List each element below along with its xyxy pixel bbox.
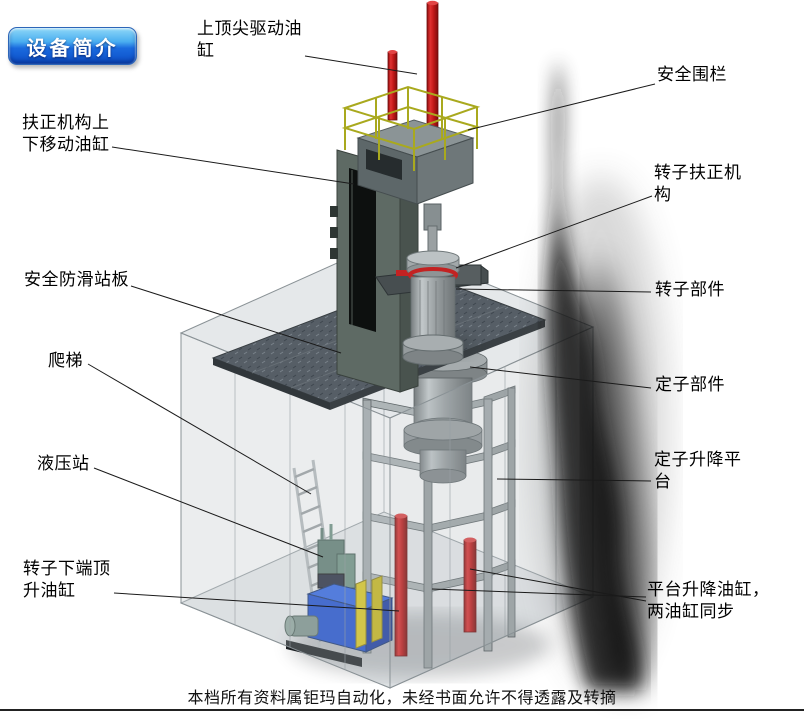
intro-badge[interactable]: 设备简介	[8, 27, 137, 65]
intro-badge-label: 设备简介	[26, 37, 119, 60]
rotor-assembly-3d	[375, 203, 489, 366]
callout-platform-lift-cylinders: 平台升降油缸，两油缸同步	[647, 580, 770, 621]
callout-top-center-drive-cylinder: 上顶尖驱动油缸	[197, 19, 302, 60]
callout-rotor-centering-mechanism: 转子扶正机构	[654, 163, 742, 204]
platform-lift-cylinders-3d	[394, 513, 477, 657]
stator-lift-frame	[362, 385, 516, 669]
callout-stator-lift-platform: 定子升降平台	[654, 450, 742, 491]
callout-centering-lift-cylinder: 扶正机构上下移动油缸	[22, 113, 110, 154]
callout-stator-component: 定子部件	[655, 375, 725, 394]
bottom-divider	[0, 709, 804, 711]
callout-hydraulic-station: 液压站	[37, 454, 90, 473]
callout-rotor-component: 转子部件	[655, 280, 725, 299]
callout-safety-fence: 安全围栏	[657, 65, 727, 84]
leader-lines	[87, 55, 656, 612]
shadow-artifact	[533, 58, 669, 690]
footer-disclaimer: 本档所有资料属钜玛自动化，未经书面允许不得透露及转摘	[187, 690, 617, 707]
callout-rotor-bottom-jack-cylinder: 转子下端顶升油缸	[23, 559, 111, 600]
head-box-3d	[356, 119, 475, 205]
callout-anti-slip-platform: 安全防滑站板	[24, 270, 129, 289]
safety-railing-3d	[341, 85, 481, 171]
callout-ladder: 爬梯	[48, 351, 83, 370]
